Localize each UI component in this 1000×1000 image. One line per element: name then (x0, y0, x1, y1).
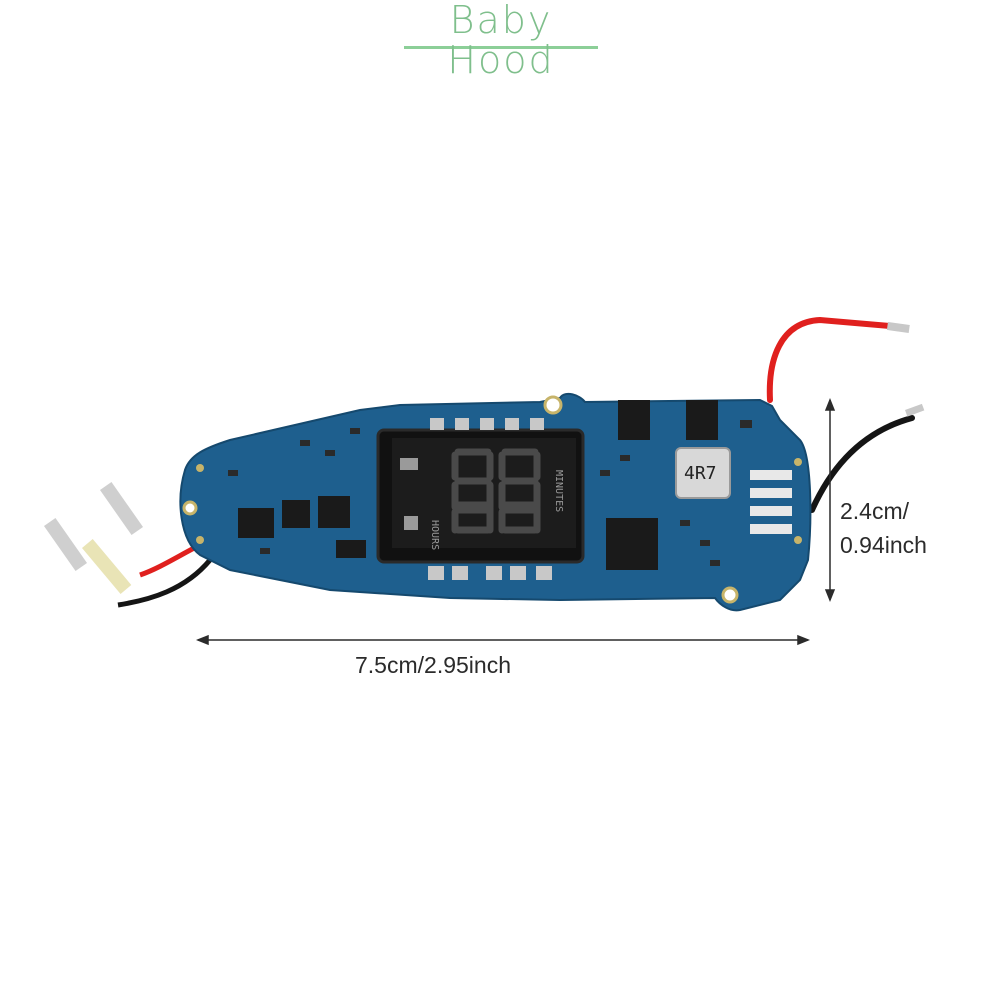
height-label-line1: 2.4cm/ (840, 498, 910, 524)
microcontroller-chip (606, 518, 658, 570)
inductor (675, 447, 731, 499)
lcd-minutes-label: MINUTES (553, 470, 564, 512)
lcd-icon-top (400, 458, 418, 470)
gold-pads (196, 458, 802, 544)
left-red-wire (139, 542, 202, 578)
diode (336, 540, 366, 558)
terminal-connector (44, 481, 144, 594)
mosfet-chip (686, 400, 718, 440)
height-dimension-line (824, 397, 836, 603)
solder-pads-top (430, 418, 544, 430)
red-wire-tip (886, 322, 910, 333)
ic-chip-left2 (282, 500, 310, 528)
red-wire (766, 316, 893, 403)
mount-hole (543, 395, 563, 415)
mosfet-chip (618, 400, 650, 440)
watermark-logo: Baby Hood (404, 0, 598, 80)
mount-hole (721, 586, 739, 604)
smd-components (228, 420, 752, 566)
inductor-label: 4R7 (684, 463, 717, 484)
mount-hole (182, 500, 198, 516)
black-wire-tip (904, 403, 925, 417)
lcd-hours-label: HOURS (429, 520, 440, 550)
black-wire (809, 415, 915, 513)
left-black-wire (117, 558, 212, 608)
ic-chip-left (238, 508, 274, 538)
height-label-line2: 0.94inch (840, 532, 927, 558)
width-dimension-label: 7.5cm/2.95inch (355, 652, 511, 678)
led-indicators (750, 470, 792, 534)
height-dimension-label: 2.4cm/ 0.94inch (840, 494, 927, 562)
width-dimension-line (195, 634, 811, 646)
lcd-digits (451, 448, 541, 534)
ic-chip-left3 (318, 496, 350, 528)
solder-pads-bottom (428, 566, 552, 580)
lcd-icon-bottom (404, 516, 418, 530)
